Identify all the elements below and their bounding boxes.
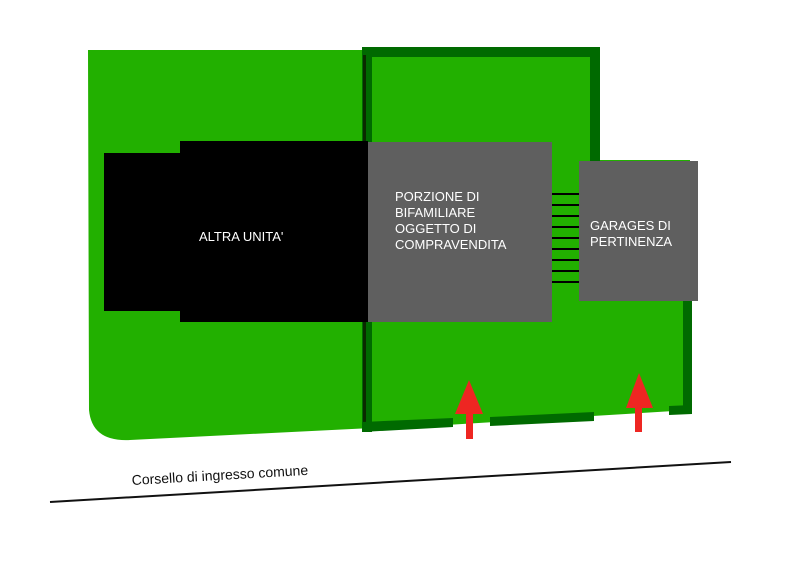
road-label: Corsello di ingresso comune <box>131 462 308 488</box>
other-unit-label: ALTRA UNITA' <box>199 229 283 244</box>
main-unit-label: PORZIONE DI BIFAMILIARE OGGETTO DI COMPR… <box>395 189 507 252</box>
entry-arrow-garages-icon <box>626 373 653 432</box>
other-unit-building <box>104 141 368 322</box>
garages-building <box>579 161 698 301</box>
garages-label: GARAGES DI PERTINENZA <box>590 218 675 249</box>
road-line <box>49 461 732 503</box>
stairs <box>552 193 580 283</box>
main-unit-building <box>368 142 552 322</box>
entry-arrow-main-unit-icon <box>455 380 483 439</box>
